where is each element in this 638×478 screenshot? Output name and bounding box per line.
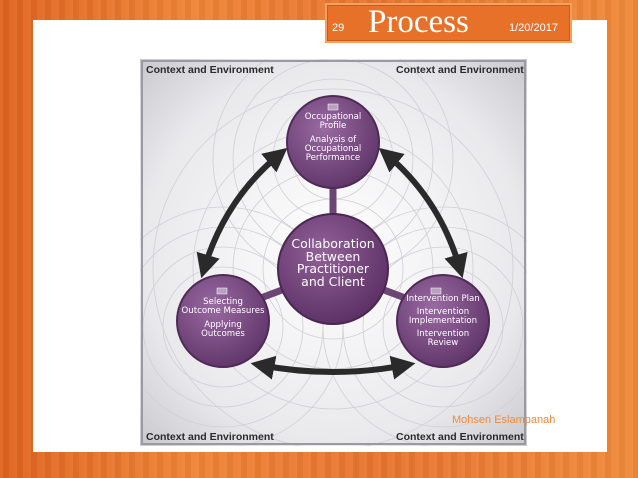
right-node-heading-line: Intervention Plan (406, 294, 480, 304)
node-outcomes (176, 274, 270, 368)
right-node-sub2-line: Intervention (416, 329, 470, 340)
arrow-bottom (250, 355, 416, 380)
context-label-bottom-left: Context and Environment (146, 431, 274, 443)
top-node-heading-line: Profile (319, 121, 347, 132)
center-node-line: and Client (301, 273, 365, 289)
slide-title: Process (368, 4, 469, 40)
right-node-sub1-line: Implementation (408, 316, 478, 327)
node-occupational-profile (286, 95, 380, 189)
left-node-text: Selecting Outcome Measures Applying Outc… (178, 297, 268, 340)
right-node-sub2-line: Review (427, 338, 459, 349)
arrow-top-right (378, 147, 468, 279)
context-label-top-left: Context and Environment (146, 64, 274, 76)
top-node-heading-line: Occupational (304, 112, 362, 122)
center-node-line: Collaboration (291, 236, 375, 251)
cycle-arrows (196, 147, 468, 380)
diagram-frame (141, 60, 526, 445)
context-label-bottom-right: Context and Environment (396, 431, 524, 443)
top-node-sub-line: Performance (305, 153, 361, 164)
author-credit: Mohsen Eslampanah (452, 414, 556, 426)
center-node-line: Practitioner (296, 261, 370, 276)
slide-number: 29 (332, 22, 345, 34)
document-icon (430, 287, 442, 295)
center-node-line: Between (305, 248, 361, 264)
title-box (325, 3, 572, 43)
left-node-heading-line: Selecting (203, 297, 243, 307)
top-node-sub-line: Analysis of (309, 135, 357, 146)
right-node-text: Intervention Plan Intervention Implement… (398, 294, 488, 349)
left-node-heading-line: Outcome Measures (181, 306, 265, 317)
center-node-text: Collaboration Between Practitioner and C… (282, 236, 384, 289)
top-node-sub-line: Occupational (304, 144, 362, 155)
arrow-top-left (196, 147, 288, 279)
top-node-text: Occupational Profile Analysis of Occupat… (293, 112, 373, 164)
node-intervention (396, 274, 490, 368)
document-icon (327, 103, 339, 111)
slide-date: 1/20/2017 (509, 22, 558, 34)
left-node-sub-line: Outcomes (201, 329, 245, 340)
node-collaboration (277, 213, 389, 325)
left-node-sub-line: Applying (204, 320, 242, 331)
right-node-sub1-line: Intervention (416, 307, 470, 318)
context-label-top-right: Context and Environment (396, 64, 524, 76)
document-icon (216, 287, 228, 295)
ot-process-diagram (140, 59, 527, 446)
